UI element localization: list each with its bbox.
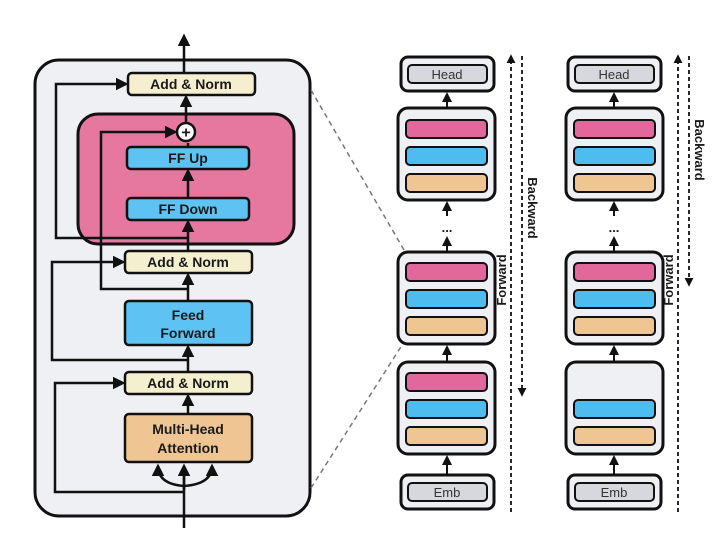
ff-up-label: FF Up [168,150,208,166]
backward-label: Backward [692,119,707,180]
pink-bar [405,262,488,282]
emb-inner [574,482,655,502]
orange-bar [573,316,656,336]
feed-forward-label-line1: Feed [172,307,205,323]
pink-bar [405,119,488,139]
forward-label: Forward [494,254,509,305]
forward-label: Forward [661,254,676,305]
pink-bar [573,262,656,282]
stack-forward-backward: Head Emb ... Forward Backward [396,54,540,512]
adapter-residual [99,125,188,291]
attention-input-arrow [151,463,185,488]
blue-bar [405,289,488,309]
ellipsis: ... [609,220,620,235]
ff-down-label: FF Down [158,201,217,217]
blue-bar [405,146,488,166]
residual-connection [53,376,184,494]
add-norm-bottom-label: Add & Norm [147,375,229,391]
attention-input-arrow [183,463,219,488]
mha-label-line1: Multi-Head [152,421,224,437]
orange-bar [405,173,488,193]
emb-label: Emb [601,485,628,500]
feed-forward-label-line2: Forward [160,325,215,341]
stack-partial-backward: Head Emb ... Forward Backward [564,54,707,512]
orange-bar [405,316,488,336]
zoom-line-top [310,89,405,251]
residual-connection [54,77,188,240]
transformer-block: Add & Norm + FF Up FF Down Add & Norm Fe… [33,33,312,528]
pink-bar [405,372,488,392]
head-label: Head [598,67,629,82]
head-label: Head [431,67,462,82]
mha-label-line2: Attention [157,440,218,456]
pink-bar [573,119,656,139]
blue-bar [573,399,656,419]
add-norm-mid-label: Add & Norm [147,254,229,270]
residual-connection [50,255,188,362]
plus-symbol: + [181,125,190,142]
emb-label: Emb [434,485,461,500]
backward-label: Backward [525,177,540,238]
head-inner [407,64,488,84]
zoom-line-bottom [310,341,405,489]
emb-inner [407,482,488,502]
add-norm-top-label: Add & Norm [150,76,232,92]
blue-bar [573,289,656,309]
blue-bar [405,399,488,419]
orange-bar [573,173,656,193]
orange-bar [573,426,656,446]
orange-bar [405,426,488,446]
blue-bar [573,146,656,166]
ellipsis: ... [442,220,453,235]
head-inner [574,64,655,84]
